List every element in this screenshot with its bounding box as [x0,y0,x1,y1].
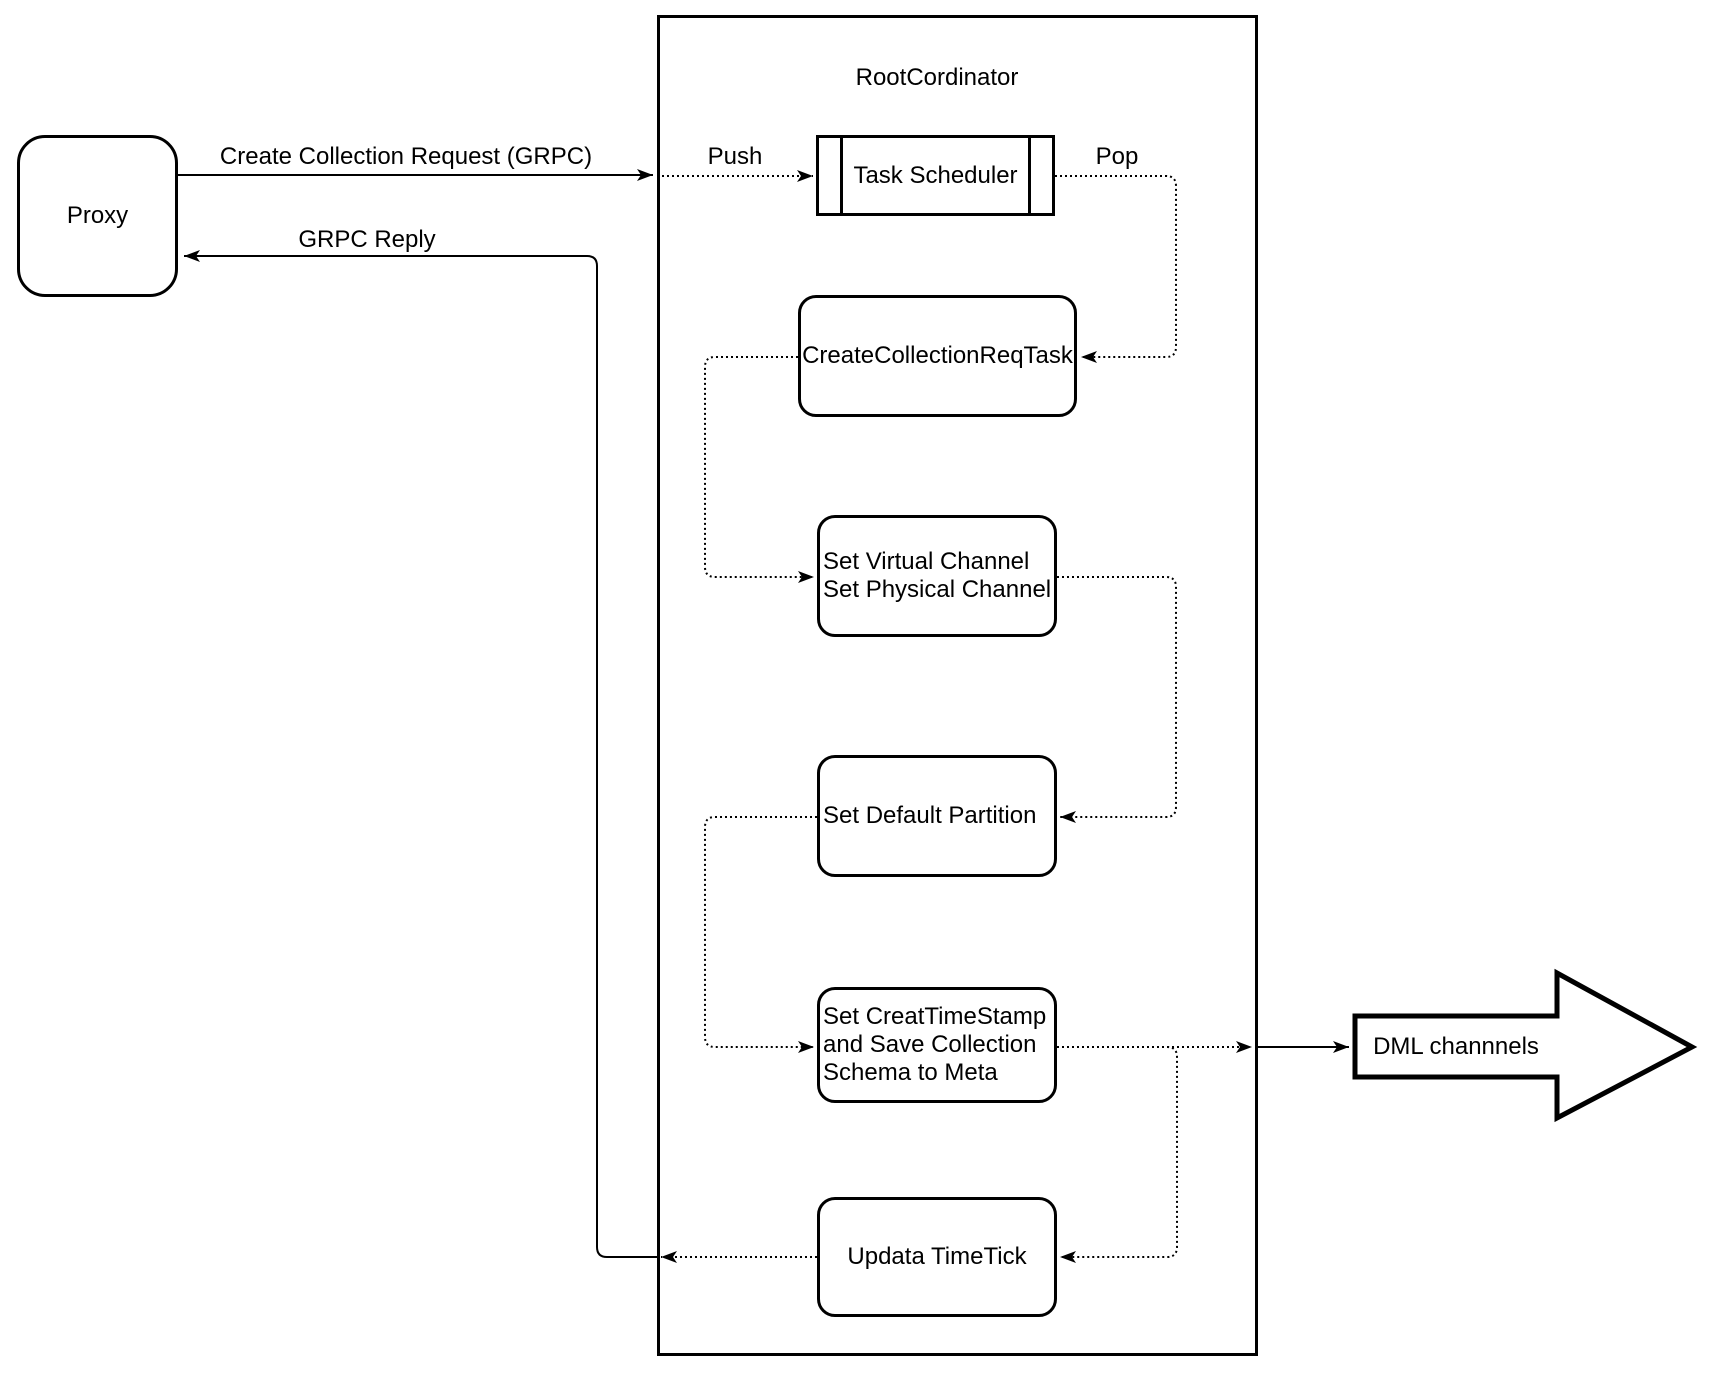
dml-channels-label: DML channnels [1373,1033,1539,1060]
set-timestamp-node: Set CreatTimeStamp and Save Collection S… [817,987,1057,1103]
set-timestamp-line2: and Save Collection [823,1031,1037,1058]
set-default-partition-label: Set Default Partition [823,802,1037,829]
set-channels-line1: Set Virtual Channel [823,548,1030,575]
set-timestamp-line3: Schema to Meta [823,1059,998,1086]
proxy-label: Proxy [66,202,129,229]
edge-grpc-reply [184,250,657,1258]
set-channels-line2: Set Physical Channel [823,576,1052,603]
rootcoordinator-title: RootCordinator [855,64,1019,91]
task-scheduler-left-bar [840,137,843,214]
push-label: Push [707,143,763,170]
proxy-node: Proxy [17,135,178,297]
create-collection-req-task-node: CreateCollectionReqTask [798,295,1077,417]
grpc-reply-label: GRPC Reply [298,226,436,253]
rootcoordinator-container [657,15,1258,1356]
updata-timetick-label: Updata TimeTick [847,1243,1027,1270]
task-scheduler-node: Task Scheduler [816,135,1055,216]
set-channels-node: Set Virtual Channel Set Physical Channel [817,515,1057,637]
set-default-partition-node: Set Default Partition [817,755,1057,877]
set-timestamp-line1: Set CreatTimeStamp [823,1003,1047,1030]
updata-timetick-node: Updata TimeTick [817,1197,1057,1317]
create-collection-request-label: Create Collection Request (GRPC) [219,143,593,170]
task-scheduler-label: Task Scheduler [853,161,1018,189]
pop-label: Pop [1095,143,1139,170]
task-scheduler-right-bar [1028,137,1031,214]
create-collection-req-task-label: CreateCollectionReqTask [802,342,1073,369]
